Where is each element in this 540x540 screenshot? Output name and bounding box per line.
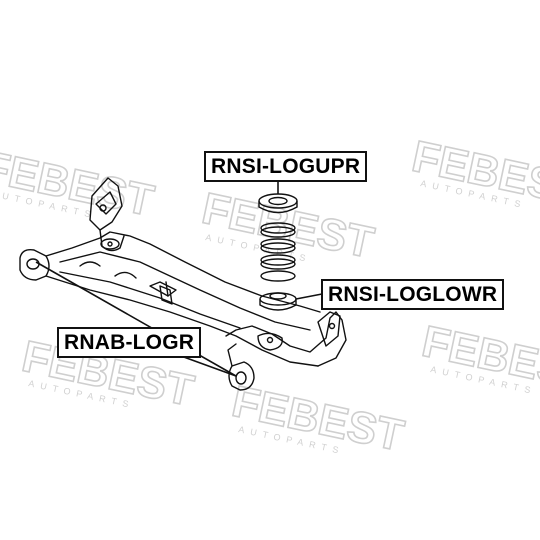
label-bushing: RNAB-LOGR [57, 327, 202, 358]
lower-spring-seat [259, 292, 297, 311]
bushing-leader-line [35, 261, 237, 377]
label-lower-spring-seat: RNSI-LOGLOWR [321, 279, 505, 310]
label-upper-spring-seat: RNSI-LOGUPR [204, 151, 368, 182]
coil-spring [260, 222, 296, 282]
lower-seat-leader [295, 293, 323, 300]
